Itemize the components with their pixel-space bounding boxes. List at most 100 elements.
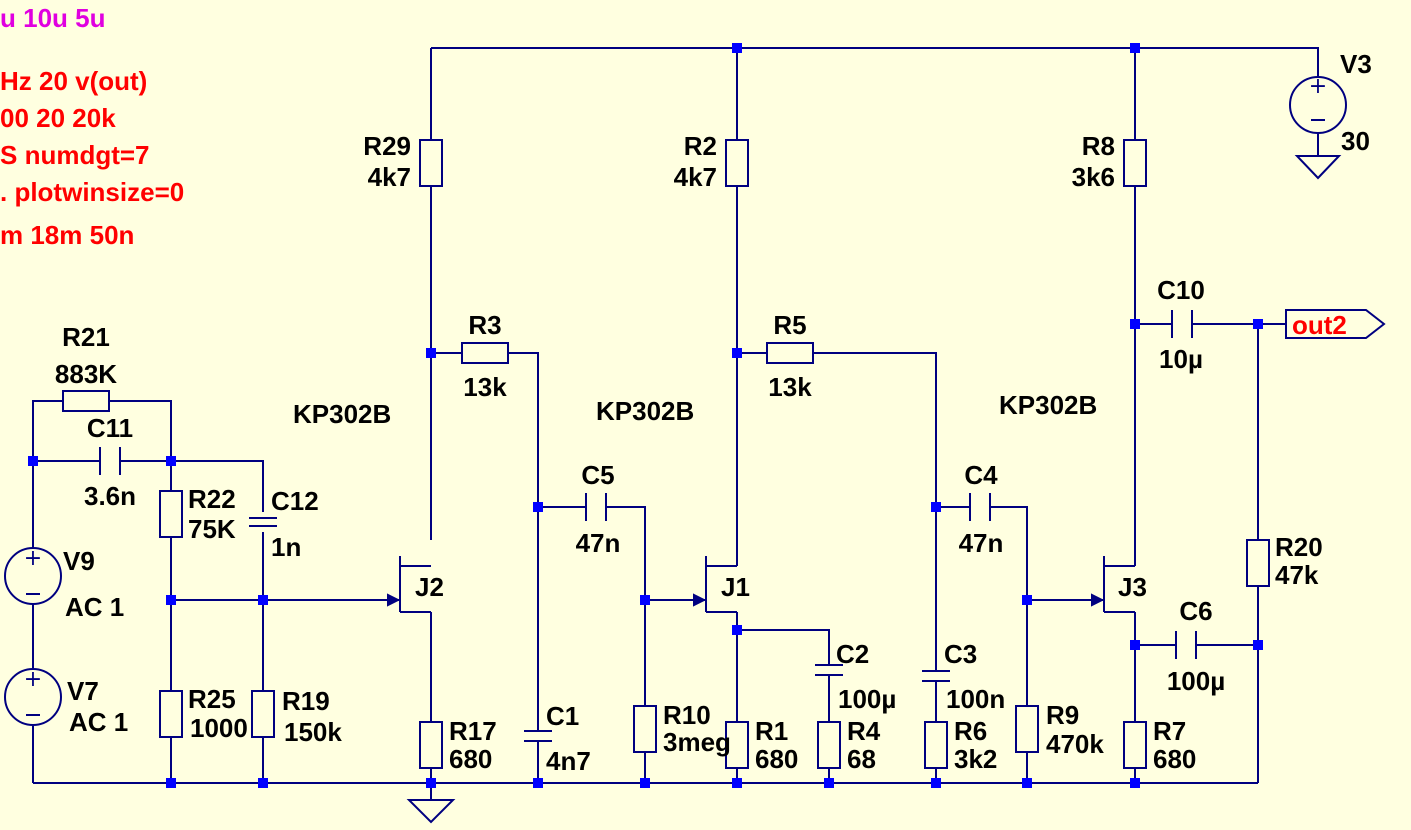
label-R6-name: R6 — [954, 716, 987, 746]
resistor-R5[interactable] — [766, 342, 814, 364]
resistor-R29[interactable] — [419, 139, 443, 187]
resistor-R6[interactable] — [924, 721, 948, 769]
spice-directives: u 10u 5u Hz 20 v(out) 00 20 20k S numdgt… — [0, 3, 184, 250]
label-C10-value: 10µ — [1159, 344, 1203, 374]
ground-icon — [406, 799, 456, 824]
directive-line[interactable]: Hz 20 v(out) — [0, 66, 147, 96]
label-V3-name: V3 — [1340, 49, 1372, 79]
svg-text:+: + — [24, 667, 42, 692]
resistor-R10[interactable] — [633, 705, 657, 753]
resistor-R25[interactable] — [159, 690, 183, 738]
wires — [32, 47, 1319, 800]
resistor-R4[interactable] — [817, 721, 841, 769]
capacitor-C4[interactable] — [969, 493, 991, 521]
voltage-source-V7[interactable]: + — [4, 667, 62, 726]
capacitor-C2[interactable] — [815, 664, 843, 685]
label-R25-name: R25 — [188, 684, 236, 714]
jfet-J1[interactable] — [693, 556, 737, 613]
label-C10-name: C10 — [1157, 275, 1205, 305]
capacitor-C11[interactable] — [99, 447, 121, 475]
resistor-R3[interactable] — [461, 342, 509, 364]
label-J1-name: J1 — [721, 572, 750, 602]
label-C1-name: C1 — [546, 701, 579, 731]
label-R29-name: R29 — [363, 131, 411, 161]
label-C12-name: C12 — [271, 486, 319, 516]
label-C1-value: 4n7 — [546, 746, 591, 776]
svg-text:+: + — [1309, 74, 1327, 99]
junctions — [28, 43, 1263, 788]
label-J2-model: KP302B — [293, 399, 391, 429]
label-R3-name: R3 — [468, 310, 501, 340]
label-R20-name: R20 — [1275, 532, 1323, 562]
ground-icon — [1294, 155, 1342, 180]
label-V9-name: V9 — [63, 546, 95, 576]
label-R4-value: 68 — [847, 744, 876, 774]
label-C6-name: C6 — [1179, 596, 1212, 626]
port-label: out2 — [1292, 310, 1347, 340]
label-R8-value: 3k6 — [1072, 162, 1115, 192]
label-R6-value: 3k2 — [954, 744, 997, 774]
resistor-R1[interactable] — [725, 721, 749, 769]
resistor-R19[interactable] — [251, 690, 275, 738]
label-V3-value: 30 — [1341, 126, 1370, 156]
label-R3-value: 13k — [463, 372, 507, 402]
label-R7-value: 680 — [1153, 744, 1196, 774]
label-R9-name: R9 — [1046, 700, 1079, 730]
label-R1-name: R1 — [755, 716, 788, 746]
label-R8-name: R8 — [1082, 131, 1115, 161]
label-R25-value: 1000 — [190, 713, 248, 743]
resistor-R8[interactable] — [1123, 139, 1147, 187]
label-J3-name: J3 — [1118, 572, 1147, 602]
resistor-R17[interactable] — [419, 721, 443, 769]
label-R10-name: R10 — [663, 700, 711, 730]
label-R17-name: R17 — [449, 716, 497, 746]
label-R19-value: 150k — [284, 717, 342, 747]
resistor-R9[interactable] — [1015, 705, 1039, 753]
label-R2-value: 4k7 — [674, 162, 717, 192]
capacitor-C3[interactable] — [922, 670, 950, 691]
label-R21-value: 883K — [55, 359, 117, 389]
resistor-R22[interactable] — [159, 490, 183, 538]
directive-line[interactable]: u 10u 5u — [0, 3, 105, 33]
label-R22-name: R22 — [188, 484, 236, 514]
label-C3-value: 100n — [946, 684, 1005, 714]
label-C4-value: 47n — [959, 528, 1004, 558]
voltage-source-V3[interactable]: + — [1289, 74, 1347, 134]
capacitor-C1[interactable] — [524, 730, 552, 742]
resistor-R7[interactable] — [1123, 721, 1147, 769]
directive-line[interactable]: S numdgt=7 — [0, 140, 150, 170]
capacitor-C12[interactable] — [249, 517, 277, 527]
voltage-source-V9[interactable]: + — [4, 546, 62, 605]
label-C11-value: 3.6n — [84, 481, 136, 511]
label-V9-value: AC 1 — [65, 592, 124, 622]
label-C2-name: C2 — [836, 639, 869, 669]
component-labels: R29 4k7 R2 4k7 R8 3k6 V3 30 R3 13k R5 13… — [55, 49, 1372, 776]
label-R22-value: 75K — [188, 514, 236, 544]
label-R9-value: 470k — [1046, 729, 1104, 759]
capacitor-C6[interactable] — [1175, 631, 1197, 659]
label-R2-name: R2 — [684, 131, 717, 161]
label-C4-name: C4 — [964, 460, 998, 490]
resistor-R2[interactable] — [725, 139, 749, 187]
label-R19-name: R19 — [282, 686, 330, 716]
resistor-R20[interactable] — [1246, 539, 1270, 587]
label-J2-name: J2 — [415, 572, 444, 602]
voltage-sources: + + + — [4, 74, 1347, 726]
capacitor-C5[interactable] — [585, 493, 607, 521]
resistor-R21[interactable] — [62, 390, 110, 412]
resistors — [62, 139, 1270, 769]
capacitors — [99, 310, 1197, 742]
jfet-J2[interactable] — [387, 556, 431, 613]
jfet-J3[interactable] — [1091, 556, 1135, 613]
label-V7-name: V7 — [67, 676, 99, 706]
directive-line[interactable]: . plotwinsize=0 — [0, 177, 184, 207]
capacitor-C10[interactable] — [1171, 310, 1193, 338]
svg-text:+: + — [24, 546, 42, 571]
label-R7-name: R7 — [1153, 716, 1186, 746]
port-out2[interactable]: out2 — [1285, 309, 1386, 340]
directive-line[interactable]: 00 20 20k — [0, 103, 116, 133]
label-C5-value: 47n — [576, 528, 621, 558]
label-J1-model: KP302B — [596, 396, 694, 426]
directive-line[interactable]: m 18m 50n — [0, 220, 134, 250]
